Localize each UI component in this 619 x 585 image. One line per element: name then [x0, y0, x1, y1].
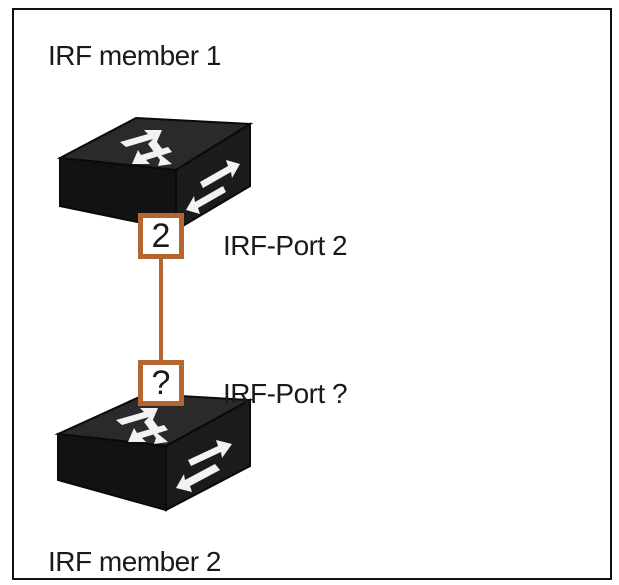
- irf-link-line: [159, 259, 163, 360]
- member-1-label: IRF member 1: [48, 40, 221, 71]
- member-2-label: IRF member 2: [48, 546, 221, 577]
- irf-port-unknown-label: IRF-Port ?: [223, 378, 348, 409]
- switch-member-2-icon: [50, 370, 260, 520]
- diagram-frame: IRF member 1 2 IRF-Port 2: [12, 8, 612, 580]
- switch-member-1-icon: [50, 98, 260, 238]
- irf-port-unknown-box: ?: [138, 360, 184, 406]
- irf-port-2-box: 2: [138, 213, 184, 259]
- irf-port-2-label: IRF-Port 2: [223, 230, 348, 261]
